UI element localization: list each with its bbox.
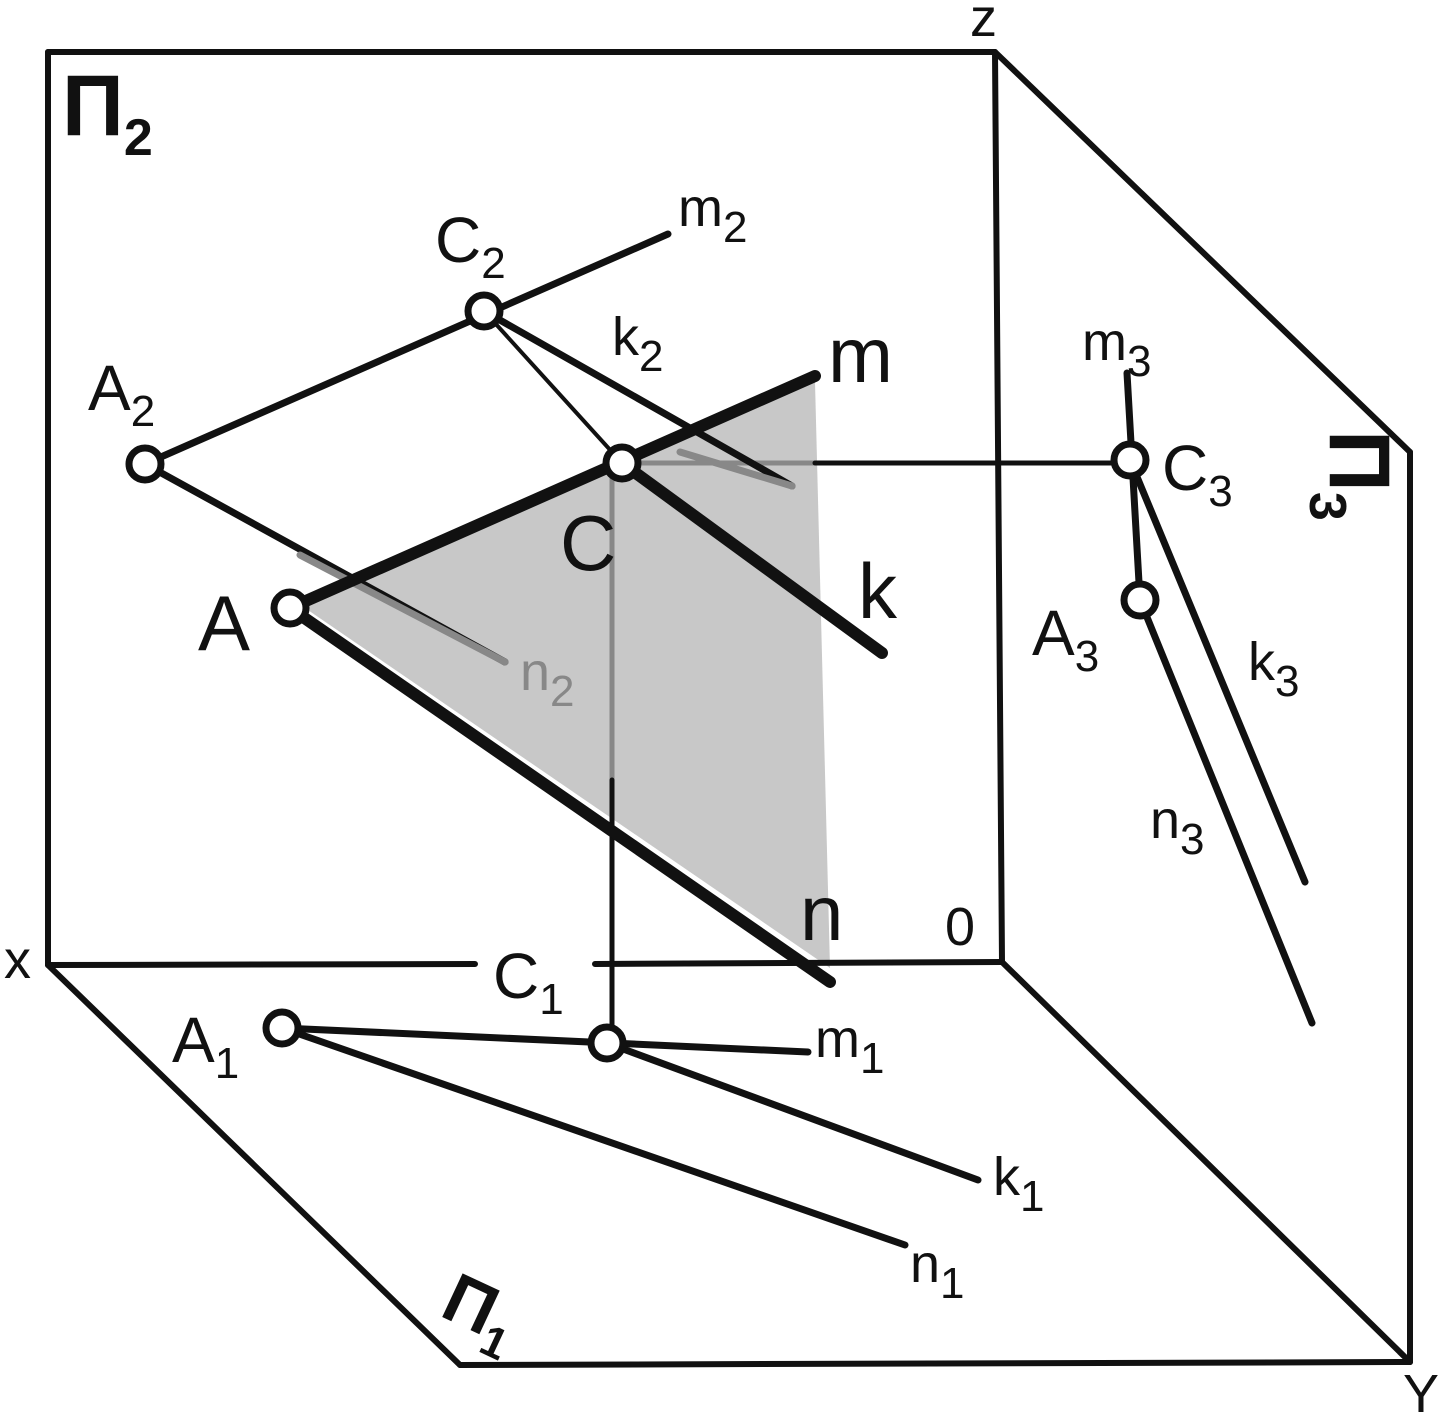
label-c2: C2 xyxy=(435,204,506,288)
label-axis-x: x xyxy=(4,930,31,990)
label-n1: n1 xyxy=(910,1234,965,1308)
label-axis-y: Y xyxy=(1403,1364,1439,1417)
label-plane-p2: П2 xyxy=(62,58,153,167)
label-a: A xyxy=(198,579,250,667)
label-a3: A3 xyxy=(1032,597,1099,681)
line-n3 xyxy=(1136,596,1316,1027)
label-n3: n3 xyxy=(1150,790,1205,864)
label-a2: A2 xyxy=(88,352,155,436)
horizontal-plane-frame xyxy=(45,959,1413,1368)
label-c: C xyxy=(560,499,616,587)
point-a1 xyxy=(262,1008,302,1048)
point-a xyxy=(270,588,310,628)
label-a1: A1 xyxy=(172,1004,239,1088)
label-plane-p3: П3 xyxy=(1298,430,1407,521)
line-m1 xyxy=(278,1024,812,1056)
label-c3: C3 xyxy=(1162,432,1233,516)
label-k2: k2 xyxy=(612,307,663,381)
line-m2 xyxy=(141,230,672,468)
shaded-plane xyxy=(305,382,830,968)
line-n1 xyxy=(278,1024,909,1249)
frontal-plane-frame xyxy=(45,49,1005,968)
line-c2-c xyxy=(482,309,624,465)
line-k2 xyxy=(480,307,796,490)
label-m: m xyxy=(828,311,893,399)
label-k: k xyxy=(858,547,898,635)
label-plane-p1: П1 xyxy=(427,1258,532,1370)
label-n2: n2 xyxy=(520,642,575,716)
label-m1: m1 xyxy=(815,1009,884,1083)
space-lines xyxy=(284,370,888,988)
line-n xyxy=(284,602,836,988)
label-axis-z: z xyxy=(970,0,997,48)
profile-projection-lines xyxy=(1123,369,1316,1027)
hidden-segments xyxy=(296,448,796,666)
label-c1: C1 xyxy=(493,940,564,1024)
point-a3 xyxy=(1120,580,1160,620)
label-k1: k1 xyxy=(993,1147,1044,1221)
profile-plane-frame xyxy=(992,49,1413,1365)
horizontal-projection-lines xyxy=(278,1024,982,1249)
projection-lines xyxy=(609,460,1133,1045)
label-m3: m3 xyxy=(1082,312,1151,386)
label-k3: k3 xyxy=(1248,632,1299,706)
point-a2 xyxy=(125,444,165,484)
line-k1 xyxy=(603,1039,982,1184)
point-c xyxy=(602,443,642,483)
label-n: n xyxy=(800,869,843,957)
point-c3 xyxy=(1110,440,1150,480)
label-origin: 0 xyxy=(945,897,975,957)
line-m xyxy=(284,370,821,614)
points xyxy=(125,291,1160,1063)
line-k xyxy=(616,457,888,659)
line-m3 xyxy=(1123,369,1144,604)
label-m2: m2 xyxy=(678,178,747,252)
point-c1 xyxy=(587,1023,627,1063)
line-k3 xyxy=(1126,456,1309,886)
point-c2 xyxy=(464,291,504,331)
